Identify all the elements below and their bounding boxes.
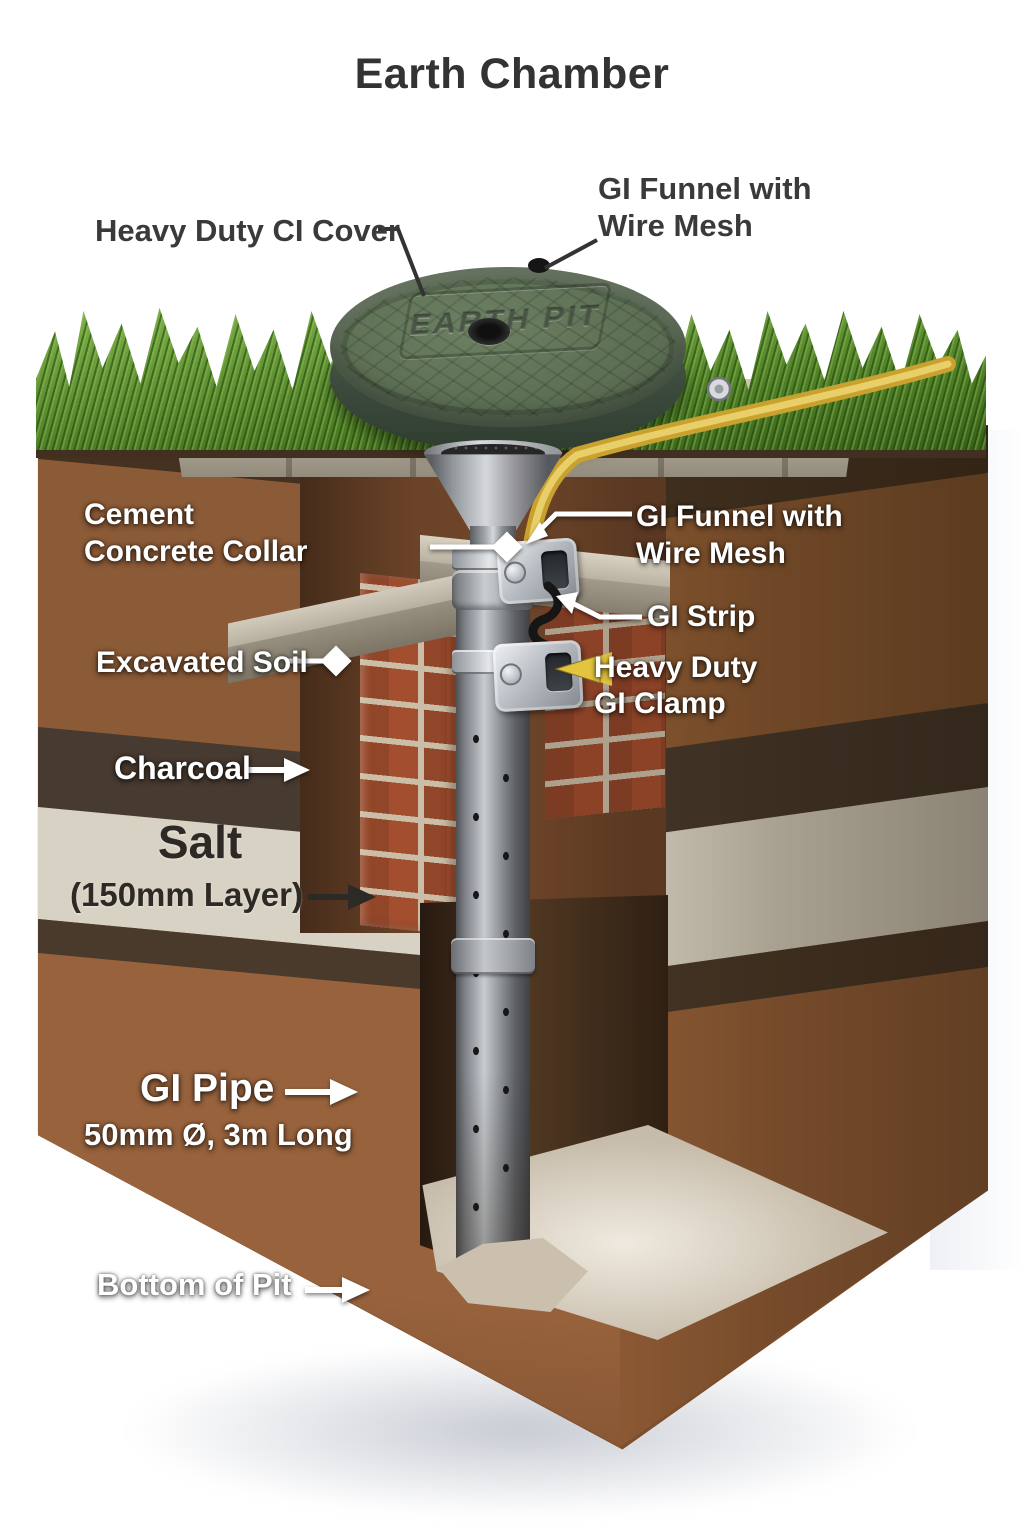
- upper-clamp-slot: [540, 549, 570, 590]
- label-funnel-top-line2: Wire Mesh: [598, 208, 753, 243]
- label-clamp-line1: Heavy Duty: [594, 651, 758, 684]
- label-collar-line2: Concrete Collar: [84, 535, 308, 568]
- lower-gi-clamp: [492, 639, 584, 713]
- lower-clamp-slot: [544, 652, 573, 692]
- label-salt-thickness: (150mm Layer): [70, 876, 303, 913]
- label-clamp-line2: GI Clamp: [594, 687, 726, 720]
- label-gi-pipe-spec: 50mm Ø, 3m Long: [84, 1117, 353, 1152]
- label-excavated-soil: Excavated Soil: [96, 646, 308, 679]
- label-ci-cover: Heavy Duty CI Cover: [95, 213, 400, 248]
- label-funnel-mid-line2: Wire Mesh: [636, 537, 786, 570]
- label-gi-clamp: Heavy Duty GI Clamp: [594, 650, 757, 722]
- pipe-perforations: [462, 723, 522, 1283]
- gi-pipe: [456, 558, 530, 1288]
- page-title: Earth Chamber: [354, 50, 670, 98]
- label-bottom-of-pit: Bottom of Pit: [97, 1267, 292, 1302]
- label-funnel-mid: GI Funnel with Wire Mesh: [636, 498, 843, 572]
- label-concrete-collar: Cement Concrete Collar: [84, 496, 307, 570]
- label-gi-pipe: GI Pipe: [140, 1067, 275, 1110]
- ci-cover-plaque: EARTH PIT: [397, 282, 613, 360]
- funnel-peek-dot: [528, 258, 550, 273]
- upper-gi-clamp: [495, 537, 581, 605]
- label-gi-strip: GI Strip: [647, 600, 756, 633]
- lower-clamp-bolt: [499, 662, 523, 686]
- upper-clamp-bolt: [503, 560, 527, 585]
- ci-cover-hole: [468, 318, 510, 345]
- label-charcoal: Charcoal: [114, 750, 251, 786]
- label-funnel-top: GI Funnel with Wire Mesh: [598, 170, 812, 244]
- label-salt: Salt: [157, 816, 243, 868]
- pipe-coupling: [451, 938, 535, 974]
- label-funnel-top-line1: GI Funnel with: [598, 171, 812, 206]
- label-funnel-mid-line1: GI Funnel with: [636, 500, 843, 533]
- label-collar-line1: Cement: [84, 498, 195, 531]
